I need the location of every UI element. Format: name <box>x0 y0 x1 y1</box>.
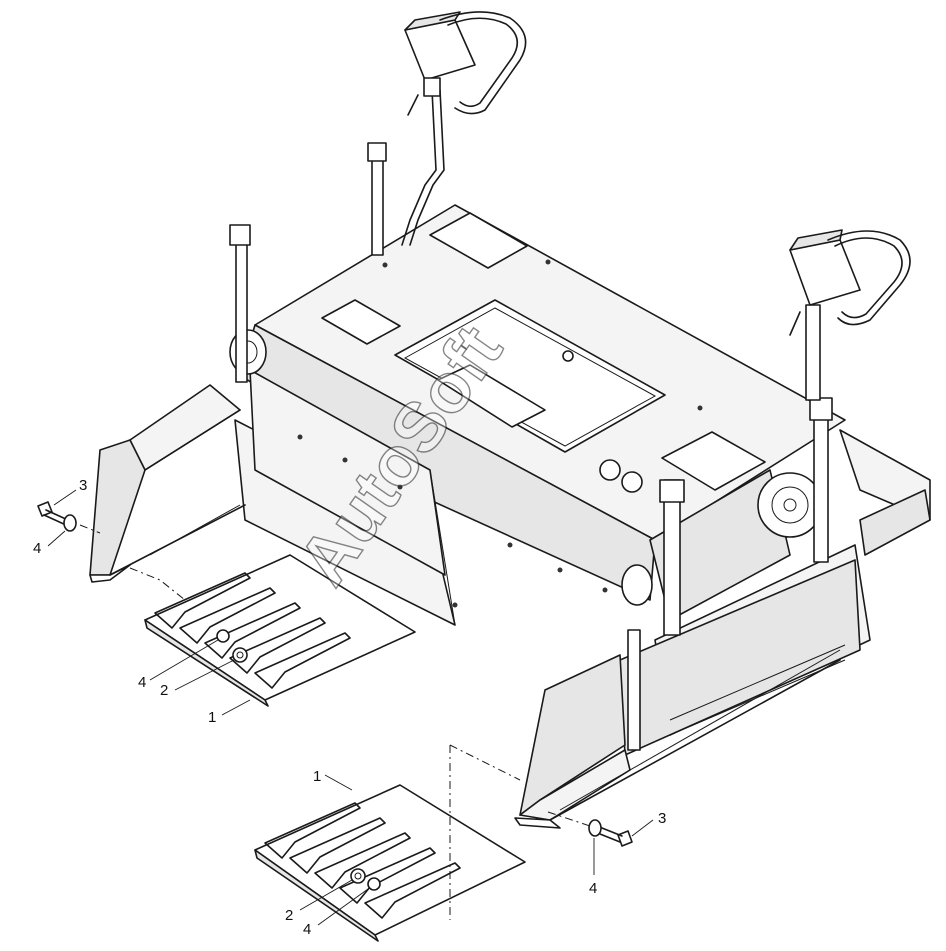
screed-plate-upper <box>144 554 416 707</box>
end-gate-right <box>514 649 841 829</box>
operator-control-stand-left <box>401 11 527 246</box>
callout-1-lower-plate: 1 <box>313 768 321 785</box>
assembly-centerlines <box>79 524 591 920</box>
top-hatch-panel-rear <box>429 212 528 269</box>
callout-3-left: 3 <box>79 477 87 494</box>
hydraulic-gauge <box>599 459 621 481</box>
callout-1-upper-plate: 1 <box>208 709 216 726</box>
operator-control-stand-right <box>789 229 911 401</box>
bolt-right <box>599 827 633 847</box>
screed-main-body <box>229 204 846 626</box>
callout-3-right: 3 <box>658 810 666 827</box>
callout-2-lower-plate: 2 <box>285 907 293 924</box>
washer <box>216 629 230 643</box>
callout-4-right: 4 <box>589 880 597 897</box>
support-posts <box>229 142 833 751</box>
side-shift-wheel <box>757 472 823 538</box>
top-hatch-panel-right <box>661 431 766 491</box>
callout-4-left: 4 <box>33 540 41 557</box>
end-gate-left <box>89 384 246 583</box>
callout-2-upper-plate: 2 <box>160 682 168 699</box>
washer-left <box>63 514 77 532</box>
hydraulic-gauge <box>621 471 643 493</box>
callout-leaders <box>47 489 654 926</box>
screed-plate-lower <box>254 784 526 942</box>
screed-extension-right <box>619 429 931 756</box>
top-hatch-panel-left <box>321 299 401 345</box>
callout-4-lower-plate: 4 <box>303 921 311 938</box>
washer-right <box>588 819 602 837</box>
callout-4-upper-plate: 4 <box>138 674 146 691</box>
washer <box>367 877 381 891</box>
nut <box>350 868 366 884</box>
nut <box>232 647 248 663</box>
